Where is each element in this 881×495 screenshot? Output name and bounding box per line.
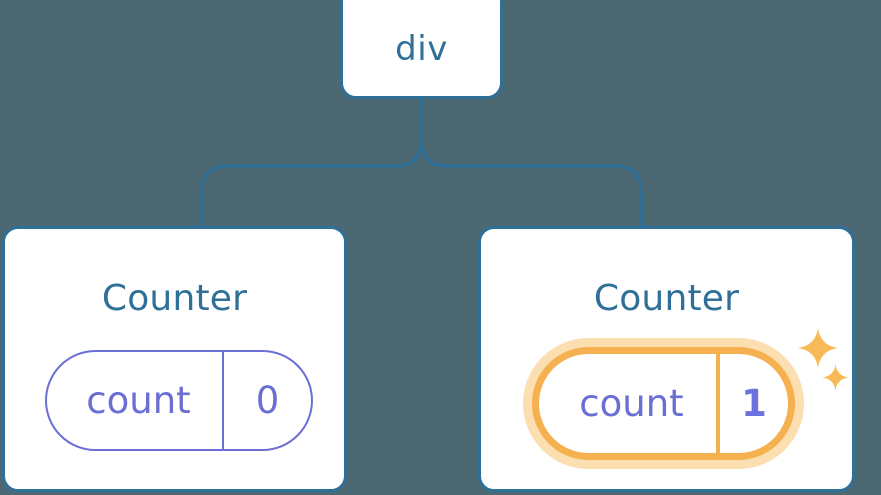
counter-right-title: Counter <box>593 278 740 319</box>
state-key-label: count <box>86 379 191 422</box>
state-key-label: count <box>579 382 684 425</box>
state-value-label: 1 <box>716 354 788 453</box>
state-value-label: 0 <box>222 352 311 449</box>
connector-to-right <box>419 97 643 228</box>
sparkle-icon <box>797 327 839 369</box>
counter-left-title: Counter <box>101 278 248 319</box>
state-pill-highlight-glow: count 1 <box>523 338 804 469</box>
node-counter-left[interactable]: Counter count 0 <box>2 226 347 492</box>
state-pill-count-right[interactable]: count 1 <box>532 347 795 460</box>
sparkle-icon <box>822 364 849 391</box>
node-div[interactable]: div <box>340 0 503 99</box>
node-div-label: div <box>395 28 448 69</box>
connector-to-left <box>200 97 423 228</box>
node-counter-right[interactable]: Counter count 1 <box>478 226 855 492</box>
state-pill-count-left[interactable]: count 0 <box>45 350 313 451</box>
